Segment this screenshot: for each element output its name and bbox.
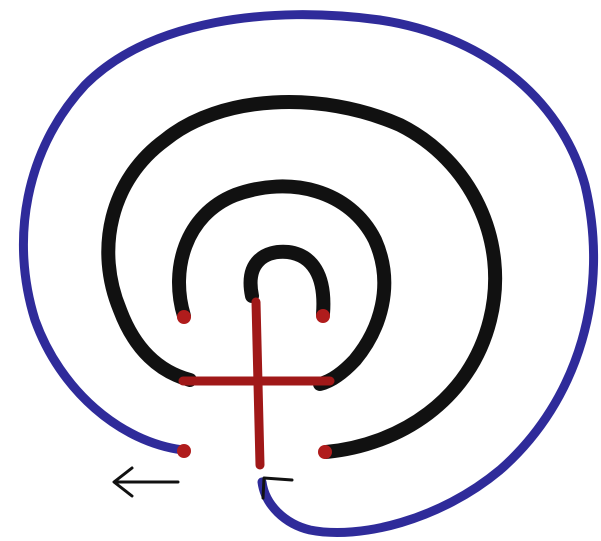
seed-dot-bottom-right <box>318 445 332 459</box>
seed-dot-top-right <box>316 309 330 323</box>
seed-dot-top-left <box>177 310 191 324</box>
seed-dot-bottom-left <box>177 444 191 458</box>
